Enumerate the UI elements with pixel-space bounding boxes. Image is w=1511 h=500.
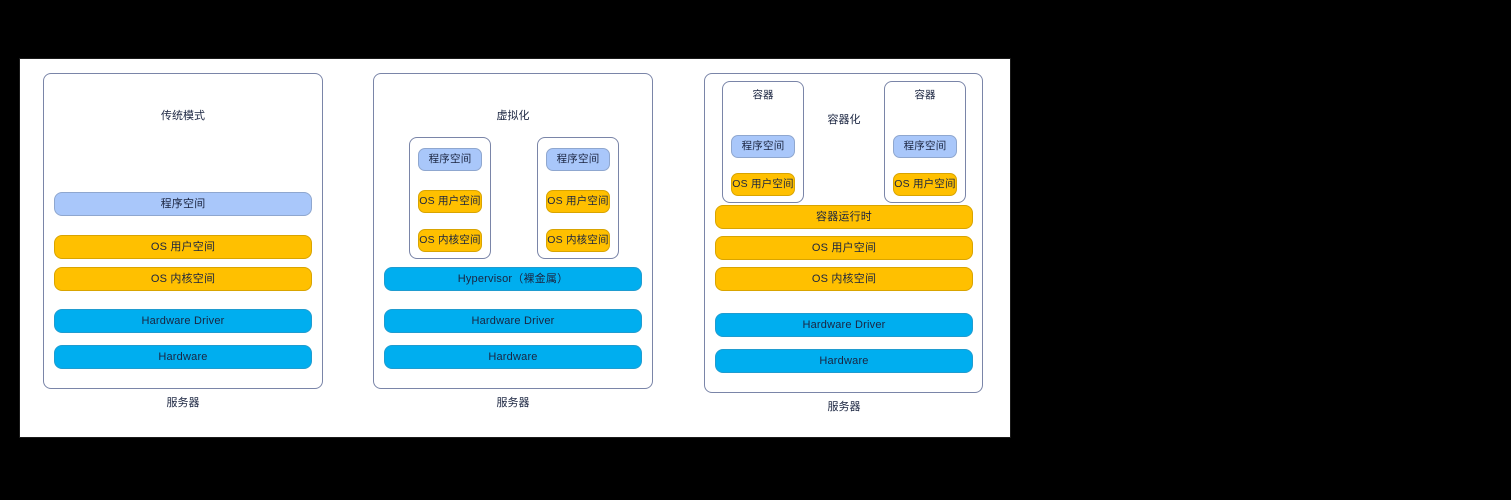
- panel-traditional: [43, 73, 323, 389]
- traditional-layer-hardware-driver: Hardware Driver: [54, 309, 312, 333]
- virtualization-layer-hardware: Hardware: [384, 345, 642, 369]
- containerization-caption-server: 服务器: [827, 401, 861, 413]
- container1-layer-os-user: OS 用户空间: [731, 173, 795, 196]
- panel-traditional-title: 传统模式: [161, 110, 205, 122]
- diagram-canvas: 传统模式 程序空间 OS 用户空间 OS 内核空间 Hardware Drive…: [19, 58, 1011, 438]
- containerization-layer-hardware-driver: Hardware Driver: [715, 313, 973, 337]
- container2-layer-app: 程序空间: [893, 135, 957, 158]
- vm1-layer-app: 程序空间: [418, 148, 482, 171]
- containerization-layer-hardware: Hardware: [715, 349, 973, 373]
- container-2-label: 容器: [914, 89, 936, 101]
- vm2-layer-app: 程序空间: [546, 148, 610, 171]
- traditional-caption-server: 服务器: [166, 397, 200, 409]
- traditional-layer-os-kernel: OS 内核空间: [54, 267, 312, 291]
- vm1-layer-os-kernel: OS 内核空间: [418, 229, 482, 252]
- virtualization-layer-hypervisor: Hypervisor（裸金属）: [384, 267, 642, 291]
- containerization-layer-os-user: OS 用户空间: [715, 236, 973, 260]
- traditional-layer-app: 程序空间: [54, 192, 312, 216]
- virtualization-caption-server: 服务器: [496, 397, 530, 409]
- container2-layer-os-user: OS 用户空间: [893, 173, 957, 196]
- traditional-layer-hardware: Hardware: [54, 345, 312, 369]
- vm1-layer-os-user: OS 用户空间: [418, 190, 482, 213]
- traditional-layer-os-user: OS 用户空间: [54, 235, 312, 259]
- containerization-layer-runtime: 容器运行时: [715, 205, 973, 229]
- vm2-layer-os-kernel: OS 内核空间: [546, 229, 610, 252]
- container1-layer-app: 程序空间: [731, 135, 795, 158]
- virtualization-layer-hardware-driver: Hardware Driver: [384, 309, 642, 333]
- containerization-layer-os-kernel: OS 内核空间: [715, 267, 973, 291]
- vm2-layer-os-user: OS 用户空间: [546, 190, 610, 213]
- container-1-label: 容器: [752, 89, 774, 101]
- panel-containerization-title: 容器化: [827, 114, 861, 126]
- panel-virtualization-title: 虚拟化: [496, 110, 530, 122]
